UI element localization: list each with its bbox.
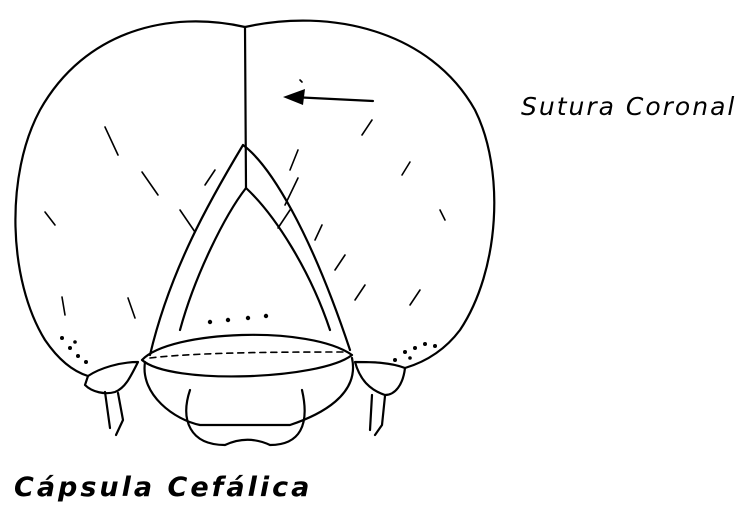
frons-triangle [180,188,330,330]
capsule-label: Cápsula Cefálica [14,472,312,503]
left-mandible [85,362,138,393]
right-antenna [370,395,385,435]
arrow-line [292,97,373,101]
clypeus-dashed-line [150,352,345,358]
suture-label: Sutura Coronal [521,92,736,121]
labrum-lower-lobe [186,390,304,445]
coronal-suture-line [245,27,246,188]
right-mandible [355,362,405,395]
arrow-head [283,89,305,105]
setal-pits [60,314,437,364]
left-antenna [105,392,123,435]
frontal-suture-outer [150,145,350,355]
